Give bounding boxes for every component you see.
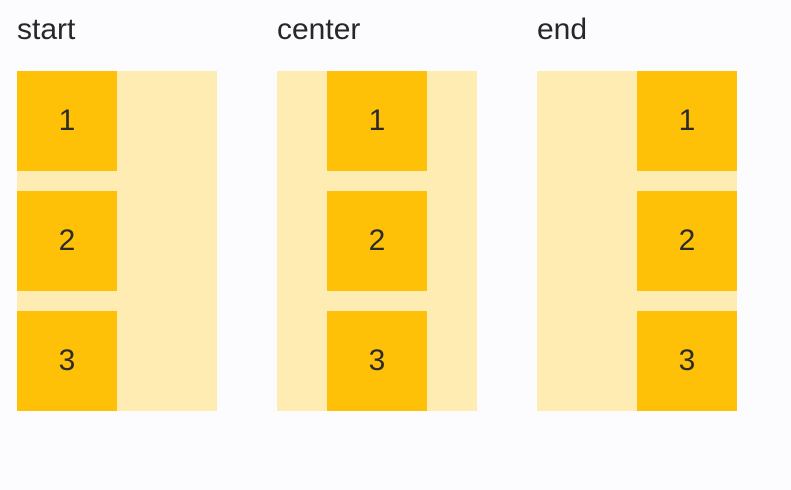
flex-item: 3 bbox=[17, 311, 117, 411]
column-start: start 1 2 3 bbox=[17, 12, 217, 411]
column-end: end 1 2 3 bbox=[537, 12, 737, 411]
column-label-end: end bbox=[537, 13, 588, 46]
flex-item: 2 bbox=[327, 191, 427, 291]
alignment-demo: start 1 2 3 center 1 2 3 end 1 2 3 bbox=[17, 12, 737, 411]
flex-item: 2 bbox=[637, 191, 737, 291]
flex-container-end: 1 2 3 bbox=[537, 71, 737, 411]
flex-item: 1 bbox=[637, 71, 737, 171]
column-center: center 1 2 3 bbox=[277, 12, 477, 411]
flex-item: 3 bbox=[327, 311, 427, 411]
column-label-start: start bbox=[17, 13, 76, 46]
flex-item: 1 bbox=[17, 71, 117, 171]
column-label-center: center bbox=[277, 13, 361, 46]
flex-item: 1 bbox=[327, 71, 427, 171]
flex-item: 3 bbox=[637, 311, 737, 411]
flex-container-center: 1 2 3 bbox=[277, 71, 477, 411]
flex-item: 2 bbox=[17, 191, 117, 291]
flex-container-start: 1 2 3 bbox=[17, 71, 217, 411]
